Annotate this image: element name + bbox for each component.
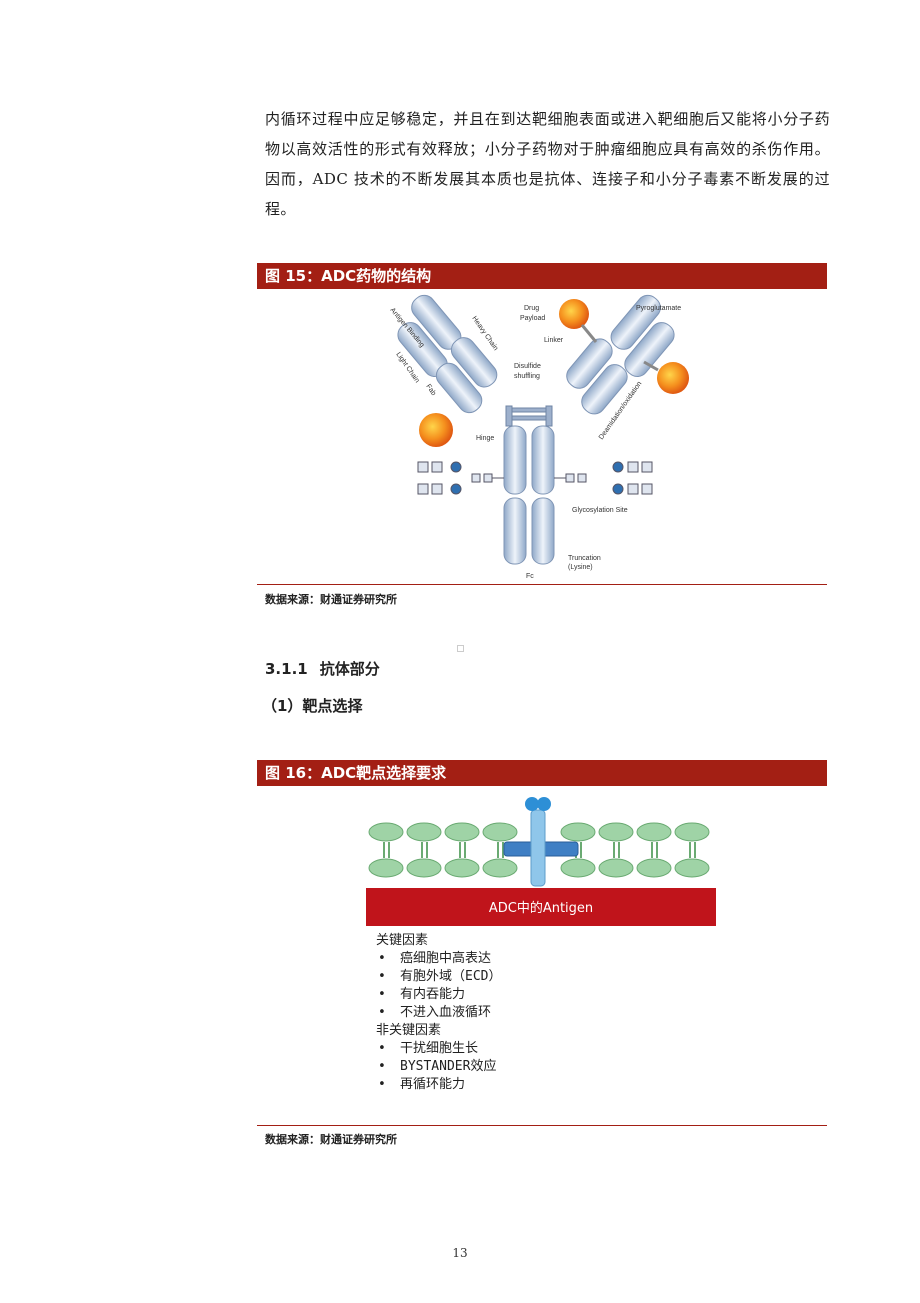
page-number: 13 xyxy=(452,1246,468,1260)
section-title: 抗体部分 xyxy=(319,660,380,678)
antigen-membrane-diagram: ADC中的Antigen xyxy=(366,786,716,926)
factor-list: 关键因素 •癌细胞中高表达 •有胞外域（ECD） •有内吞能力 •不进入血液循环… xyxy=(376,932,501,1094)
list-item: •再循环能力 xyxy=(378,1077,466,1092)
label-glycosylation: Glycosylation Site xyxy=(572,507,628,514)
figure-15-title: 图 15：ADC药物的结构 xyxy=(257,263,827,289)
figure-15-rule xyxy=(257,584,827,585)
section-heading: 3.1.1 抗体部分 xyxy=(265,658,380,679)
label-shuffling: shuffling xyxy=(514,373,540,380)
section-number: 3.1.1 xyxy=(265,660,308,678)
label-pyroglutamate: Pyroglutamate xyxy=(636,305,681,312)
antigen-banner-text: ADC中的Antigen xyxy=(489,900,593,916)
key-factors-heading: 关键因素 xyxy=(376,933,429,948)
figure-16-rule xyxy=(257,1125,827,1126)
subheading: （1）靶点选择 xyxy=(262,697,363,715)
antigen-banner-bg xyxy=(366,888,716,926)
label-hinge: Hinge xyxy=(476,435,494,442)
list-item: •不进入血液循环 xyxy=(378,1005,492,1020)
adc-structure-diagram: Antigen Binding Heavy Chain Light Chain … xyxy=(388,294,689,580)
label-fab: Fab xyxy=(424,383,437,397)
figure-15-source: 数据来源：财通证券研究所 xyxy=(265,593,397,606)
nonkey-factors-heading: 非关键因素 xyxy=(376,1023,442,1038)
label-disulfide: Disulfide xyxy=(514,363,541,370)
list-item: •有胞外域（ECD） xyxy=(378,969,502,984)
figure-16-title: 图 16：ADC靶点选择要求 xyxy=(257,760,827,786)
list-item: •BYSTANDER效应 xyxy=(378,1059,497,1074)
label-truncation: Truncation xyxy=(568,555,601,562)
label-fc: Fc xyxy=(526,573,534,580)
label-linker: Linker xyxy=(544,337,564,344)
figure-16-source: 数据来源：财通证券研究所 xyxy=(265,1133,397,1146)
list-item: •有内吞能力 xyxy=(378,987,466,1002)
label-drug: Drug xyxy=(524,305,539,312)
list-item: •干扰细胞生长 xyxy=(378,1041,479,1056)
label-payload: Payload xyxy=(520,315,545,322)
intro-paragraph: 内循环过程中应足够稳定，并且在到达靶细胞表面或进入靶细胞后又能将小分子药物以高效… xyxy=(265,110,830,218)
label-lysine: (Lysine) xyxy=(568,564,593,571)
list-item: •癌细胞中高表达 xyxy=(378,951,492,966)
decorative-mark xyxy=(457,645,464,652)
